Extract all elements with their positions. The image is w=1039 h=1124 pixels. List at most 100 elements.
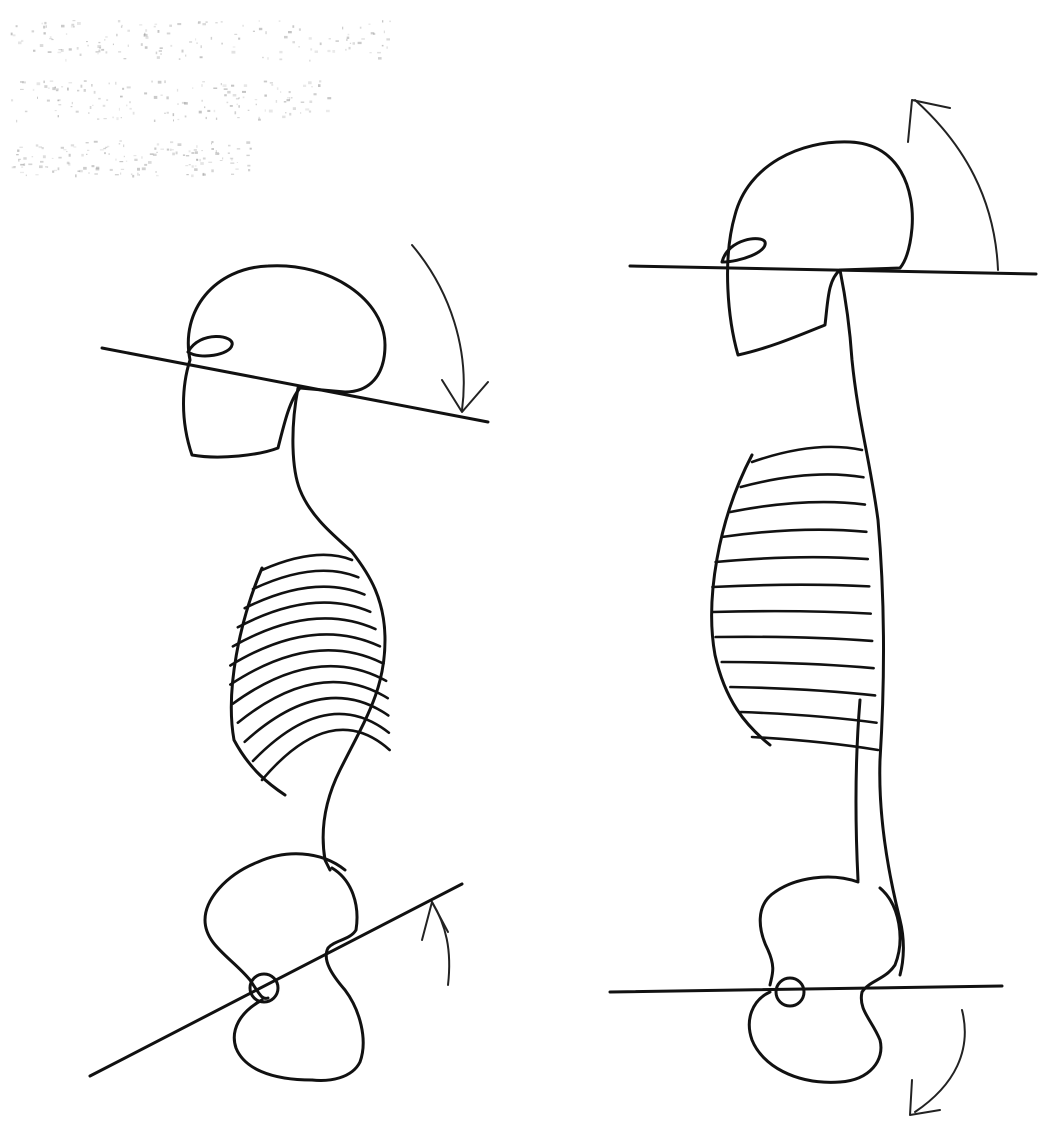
scan-speck — [211, 148, 214, 150]
scan-speck — [84, 89, 86, 92]
scan-speck — [237, 148, 240, 149]
scan-speck — [99, 50, 101, 53]
scan-speck — [50, 36, 52, 38]
scan-speck — [315, 51, 318, 53]
scan-speck — [96, 51, 99, 52]
scan-speck — [248, 110, 250, 111]
scan-speck — [96, 168, 100, 170]
scan-speck — [161, 95, 163, 96]
scan-speck — [33, 50, 35, 52]
scan-speck — [196, 159, 198, 161]
scan-speck — [88, 172, 89, 174]
right-rib — [722, 530, 867, 537]
scan-speck — [222, 157, 223, 159]
scan-speck — [264, 95, 267, 97]
scan-speck — [228, 153, 230, 154]
scan-speck — [74, 147, 77, 148]
scan-speck — [83, 167, 87, 170]
scan-speck — [118, 51, 121, 52]
scan-speck — [86, 41, 88, 42]
scan-speck — [157, 143, 159, 145]
scan-speck — [155, 24, 158, 26]
scan-speck — [237, 104, 238, 106]
scan-speck — [348, 34, 350, 36]
scan-speck — [126, 105, 127, 107]
scan-speck — [154, 96, 158, 99]
scan-speck — [92, 105, 93, 106]
scan-speck — [194, 168, 198, 171]
scan-speck — [246, 141, 250, 144]
scan-speck — [91, 84, 92, 87]
scan-speck — [167, 149, 169, 151]
scan-speck — [194, 149, 197, 151]
scan-speck — [121, 117, 122, 118]
right-hip-joint — [776, 978, 804, 1006]
scan-speck — [279, 21, 281, 22]
scan-speck — [67, 162, 70, 165]
scan-speck — [58, 167, 60, 170]
scan-speck — [291, 97, 292, 98]
scan-speck — [58, 104, 61, 105]
scan-speck — [203, 158, 206, 160]
scan-speck — [390, 21, 391, 23]
scan-speck — [25, 111, 28, 113]
scan-speck — [184, 102, 188, 105]
scan-speck — [21, 40, 23, 42]
scan-speck — [116, 117, 118, 120]
scan-speck — [279, 59, 282, 61]
scan-speck — [43, 81, 45, 84]
scan-speck — [250, 148, 252, 150]
scan-speck — [285, 112, 286, 113]
right-spine-back — [840, 270, 903, 975]
scan-speck — [349, 47, 351, 50]
scan-speck — [36, 144, 39, 146]
scan-speck — [100, 149, 104, 150]
scan-speck — [213, 88, 217, 90]
scan-speck — [66, 33, 67, 35]
scan-speck — [104, 39, 105, 40]
scan-speck — [259, 20, 260, 21]
scan-speck — [221, 21, 223, 23]
scan-speck — [76, 111, 79, 113]
scan-speck — [81, 154, 84, 157]
scan-speck — [201, 45, 202, 48]
scan-speck — [139, 174, 140, 176]
scan-speck — [195, 151, 198, 154]
scan-speck — [301, 102, 305, 104]
scan-speck — [37, 97, 38, 99]
scan-speck — [75, 174, 77, 177]
scan-speck — [148, 161, 152, 164]
scan-speck — [256, 104, 257, 106]
scan-speck — [183, 154, 185, 156]
scan-speck — [259, 117, 260, 120]
scan-speck — [157, 56, 160, 59]
scan-speck — [45, 166, 47, 167]
scan-speck — [199, 159, 200, 162]
scan-speck — [201, 84, 202, 87]
right-rib — [752, 447, 862, 462]
scan-speck — [134, 159, 137, 161]
left-eye-loop — [188, 336, 232, 355]
scan-speck — [211, 37, 212, 40]
scan-speck — [276, 100, 277, 103]
scan-speck — [157, 152, 158, 153]
scan-speck — [289, 113, 291, 116]
scan-speck — [67, 88, 69, 91]
scan-speck — [44, 85, 47, 88]
scan-speck — [198, 21, 201, 23]
scan-speck — [176, 152, 178, 155]
scan-speck — [137, 168, 140, 171]
scan-speck — [153, 154, 157, 156]
scan-speck — [234, 34, 237, 35]
scan-speck — [80, 54, 82, 56]
scan-speck — [158, 30, 160, 33]
scan-speck — [264, 81, 267, 83]
right-rib — [741, 712, 877, 723]
scan-speck — [370, 52, 372, 53]
scan-speck — [347, 37, 350, 39]
scan-speck — [164, 80, 166, 83]
right-ribs — [712, 447, 878, 750]
scan-speck — [332, 50, 335, 53]
scan-speck — [40, 44, 44, 47]
right-pelvis-line — [610, 986, 1002, 992]
